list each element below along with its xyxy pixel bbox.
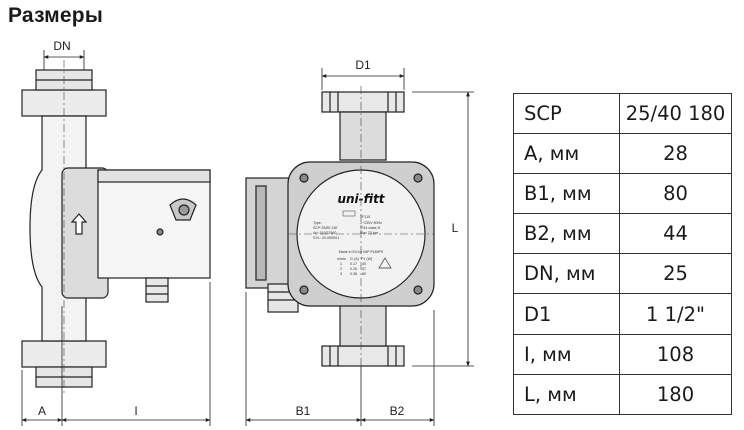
table-cell-param: SCP — [513, 92, 620, 135]
svg-text:3: 3 — [340, 272, 342, 276]
table-row: B2, мм 44 — [513, 213, 732, 255]
pump-front-view — [245, 91, 435, 367]
table-cell-param: A, мм — [513, 133, 620, 175]
table-cell-param: L, мм — [513, 373, 620, 415]
certification-mark-icon — [342, 210, 356, 217]
svg-text:2: 2 — [340, 267, 342, 271]
dim-label-l: L — [452, 221, 459, 235]
svg-text:n/min: n/min — [337, 257, 346, 261]
dim-label-a: A — [38, 404, 46, 418]
dimension-labels: DN D1 A I B1 B2 L — [38, 39, 459, 418]
dim-label-b1: B1 — [296, 404, 311, 418]
dim-label-d1: D1 — [355, 58, 371, 72]
table-cell-value: 25/40 180 — [619, 92, 732, 135]
nameplate-max: Max 70 bar — [360, 231, 379, 235]
svg-text:40: 40 — [362, 262, 366, 266]
table-cell-param: I, мм — [513, 333, 620, 375]
table-row: DN, мм 25 — [513, 253, 732, 295]
table-cell-value: 44 — [619, 213, 732, 255]
dimension-lines — [21, 50, 474, 426]
table-row: A, мм 28 — [513, 133, 732, 175]
nameplate-tf: TF110 — [360, 215, 370, 219]
dim-label-b2: B2 — [390, 404, 405, 418]
svg-text:0.26: 0.26 — [350, 267, 357, 271]
table-cell-value: 180 — [619, 373, 732, 415]
table-cell-value: 1 1/2" — [619, 293, 732, 335]
nameplate-voltage: 1~230V 50Hz — [360, 221, 382, 225]
table-cell-param: DN, мм — [513, 253, 620, 295]
specifications-table: SCP 25/40 180 A, мм 28 B1, мм 80 B2, мм … — [513, 92, 732, 415]
table-row: B1, мм 80 — [513, 173, 732, 215]
brand-logo: uni-fitt — [337, 192, 385, 206]
page-title: Размеры — [8, 4, 103, 27]
svg-text:0.38: 0.38 — [350, 272, 357, 276]
table-cell-value: 108 — [619, 333, 732, 375]
svg-text:0.17: 0.17 — [350, 262, 357, 266]
pump-side-view — [21, 69, 211, 388]
table-cell-value: 25 — [619, 253, 732, 295]
nameplate-made-in: Made in EU by IMP PUMPS — [339, 250, 384, 254]
nameplate-ip: IP44 class H — [360, 226, 381, 230]
nameplate-type-label: Type: — [313, 221, 322, 225]
table-row: I, мм 108 — [513, 333, 732, 375]
svg-text:P1 (W): P1 (W) — [361, 257, 372, 261]
centerlines — [63, 60, 434, 396]
table-cell-param: B1, мм — [513, 173, 620, 215]
svg-text:57: 57 — [362, 267, 366, 271]
nameplate-speed-table: n/min I1 (A) P1 (W) 1 0.17 40 2 0.26 57 … — [337, 257, 372, 276]
nameplate: uni-fitt Type: SCP 25/80 130 Art: 510G25… — [313, 192, 392, 276]
table-row: D1 1 1/2" — [513, 293, 732, 335]
table-row: L, мм 180 — [513, 373, 732, 415]
dim-label-dn: DN — [53, 39, 70, 53]
table-cell-param: B2, мм — [513, 213, 620, 255]
table-cell-value: 28 — [619, 133, 732, 175]
svg-text:I1 (A): I1 (A) — [350, 257, 359, 261]
table-row: SCP 25/40 180 — [513, 92, 732, 135]
nameplate-model: SCP 25/80 130 — [313, 226, 337, 230]
nameplate-art: Art: 510G2560 — [313, 231, 336, 235]
dim-label-i: I — [134, 404, 137, 418]
warning-icon — [378, 257, 392, 269]
svg-text:1: 1 — [340, 262, 342, 266]
svg-text:80: 80 — [362, 272, 366, 276]
table-cell-param: D1 — [513, 293, 620, 335]
table-cell-value: 80 — [619, 173, 732, 215]
nameplate-sn: S.N.: 20-000001 — [313, 236, 339, 240]
